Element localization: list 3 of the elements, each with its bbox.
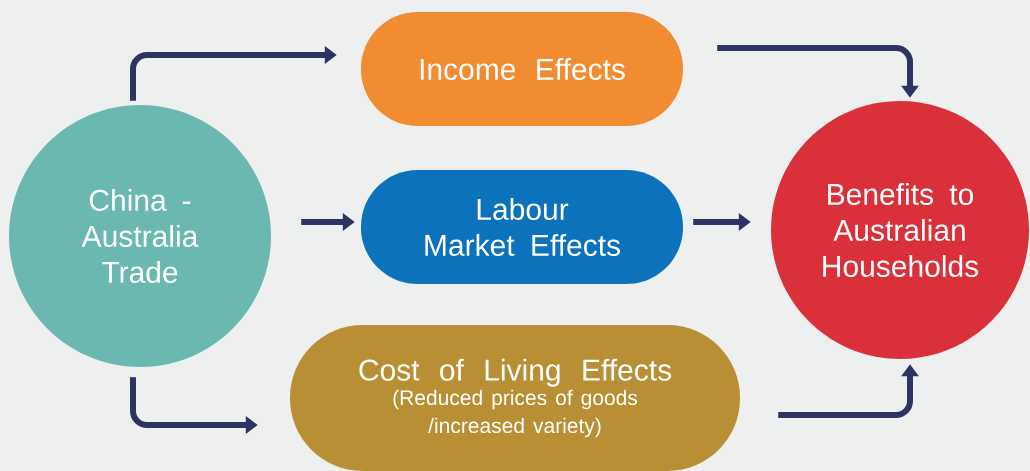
effect-pill: Labour Market Effects (361, 170, 683, 284)
effect-pill: Income Effects (361, 12, 683, 126)
effect-pill: Cost of Living Effects (Reduced prices of goods /increased variety) (290, 325, 740, 471)
